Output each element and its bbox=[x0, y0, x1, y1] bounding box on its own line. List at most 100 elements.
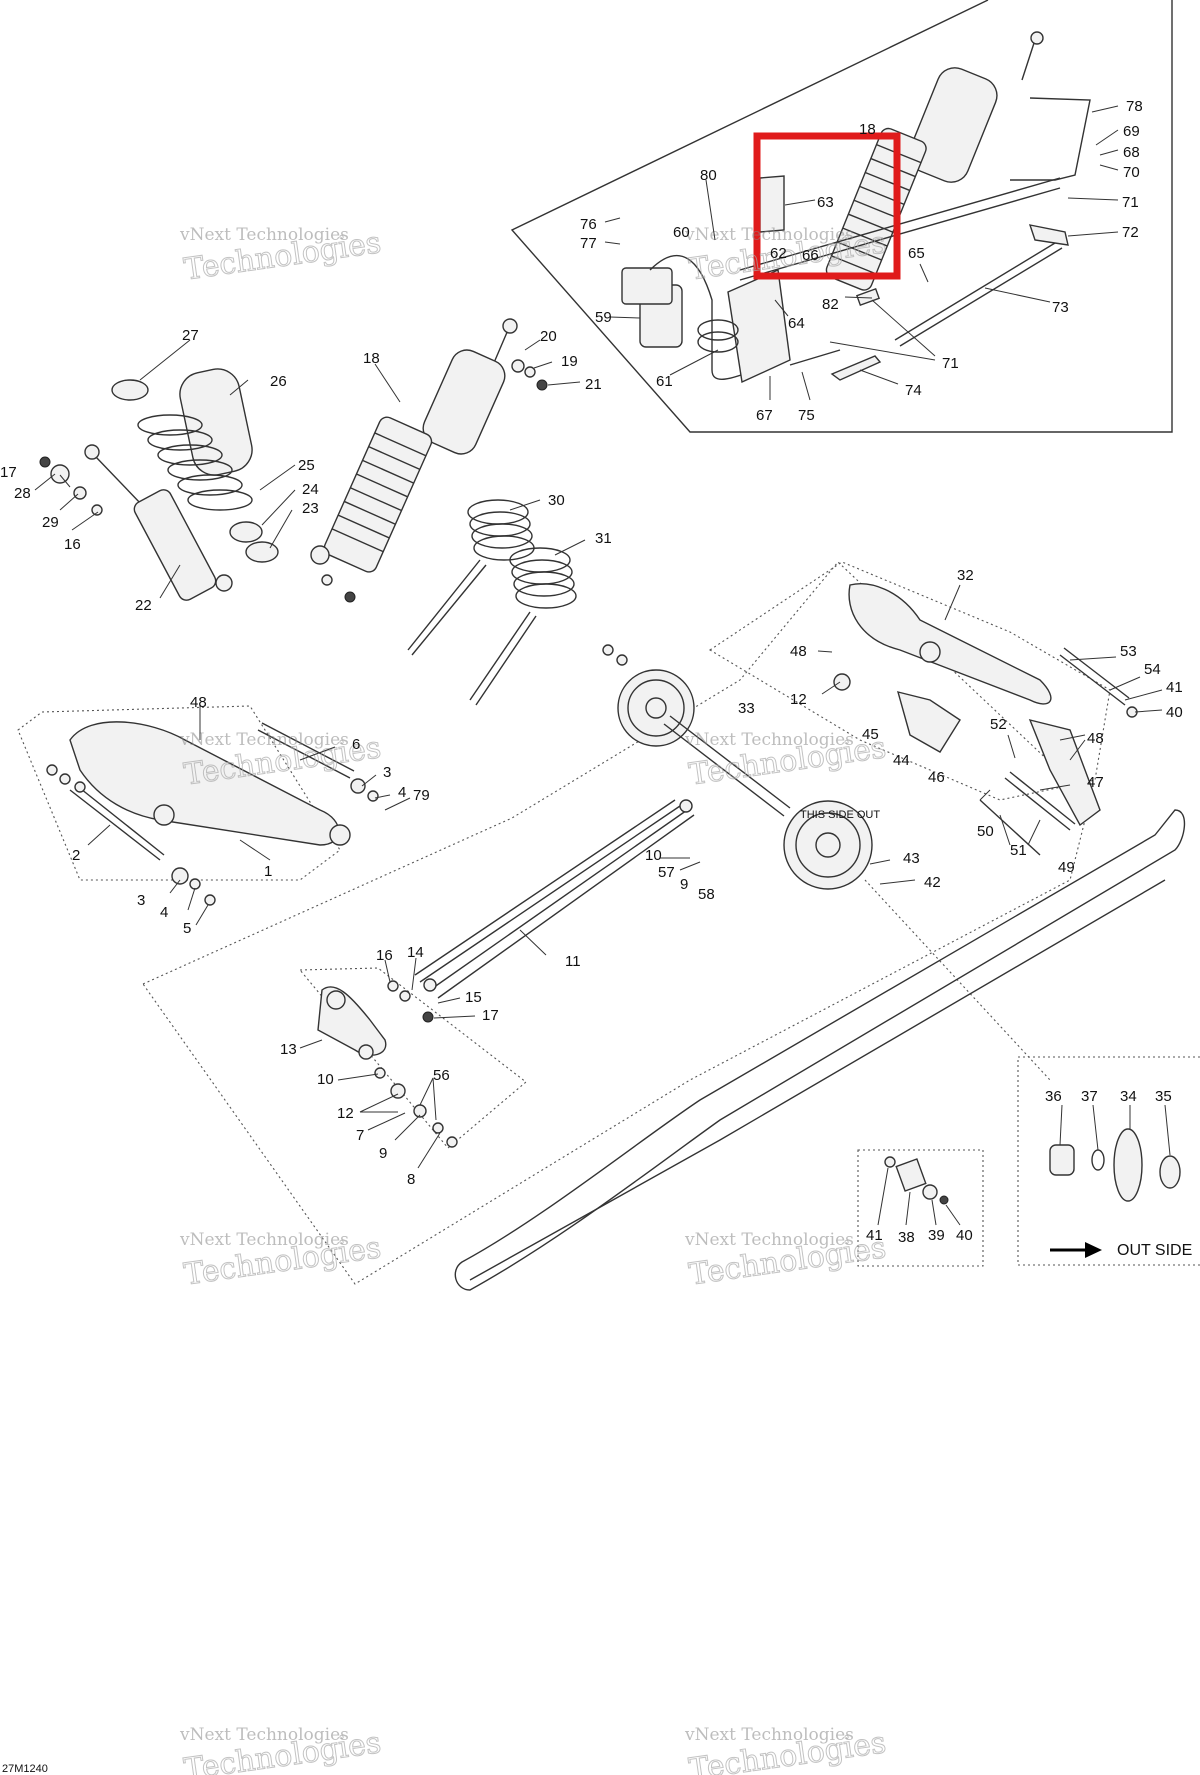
callout-56: 56 bbox=[433, 1067, 450, 1084]
wheel-detail-parts bbox=[1049, 1128, 1181, 1258]
callout-48: 48 bbox=[190, 694, 207, 711]
adjuster-motor bbox=[621, 254, 761, 380]
callout-41: 41 bbox=[1166, 679, 1183, 696]
callout-21: 21 bbox=[585, 376, 602, 393]
watermark-text: vNext Technologies bbox=[684, 225, 854, 245]
callout-59: 59 bbox=[595, 309, 612, 326]
callout-32: 32 bbox=[957, 567, 974, 584]
callout-71: 71 bbox=[1122, 194, 1139, 211]
callout-20: 20 bbox=[540, 328, 557, 345]
watermark-text: vNext Technologies bbox=[684, 730, 854, 750]
callout-17: 17 bbox=[0, 464, 17, 481]
callout-80: 80 bbox=[700, 167, 717, 184]
callout-18: 18 bbox=[363, 350, 380, 367]
callout-38: 38 bbox=[898, 1229, 915, 1246]
watermark-text: vNext Technologies bbox=[684, 1725, 854, 1745]
callout-17: 17 bbox=[482, 1007, 499, 1024]
callout-52: 52 bbox=[990, 716, 1007, 733]
callout-48: 48 bbox=[1087, 730, 1104, 747]
callout-71: 71 bbox=[942, 355, 959, 372]
callout-22: 22 bbox=[135, 597, 152, 614]
rear-arm-bracket bbox=[833, 583, 1138, 856]
callout-62: 62 bbox=[770, 245, 787, 262]
watermark-text: vNext Technologies bbox=[179, 1725, 349, 1745]
callout-14: 14 bbox=[407, 944, 424, 961]
callout-10: 10 bbox=[317, 1071, 334, 1088]
callout-57: 57 bbox=[658, 864, 675, 881]
callout-65: 65 bbox=[908, 245, 925, 262]
right-bracket-outline bbox=[708, 561, 1111, 801]
wheel-detail-box bbox=[1017, 1056, 1200, 1266]
slider-hardware bbox=[884, 1156, 949, 1205]
callout-10: 10 bbox=[645, 847, 662, 864]
callout-25: 25 bbox=[298, 457, 315, 474]
callout-29: 29 bbox=[42, 514, 59, 531]
callout-67: 67 bbox=[756, 407, 773, 424]
top-bracket bbox=[697, 175, 791, 384]
callout-16: 16 bbox=[64, 536, 81, 553]
callout-24: 24 bbox=[302, 481, 319, 498]
callout-66: 66 bbox=[802, 247, 819, 264]
callout-2: 2 bbox=[72, 847, 80, 864]
callout-54: 54 bbox=[1144, 661, 1161, 678]
callout-26: 26 bbox=[270, 373, 287, 390]
callout-labels: 78 18 69 68 70 80 63 71 76 72 60 62 66 7… bbox=[0, 98, 1183, 1246]
callout-40: 40 bbox=[1166, 704, 1183, 721]
watermark-text: vNext Technologies bbox=[179, 730, 349, 750]
callout-18: 18 bbox=[859, 121, 876, 138]
callout-58: 58 bbox=[698, 886, 715, 903]
callout-1: 1 bbox=[264, 863, 272, 880]
callout-35: 35 bbox=[1155, 1088, 1172, 1105]
out-side-label: OUT SIDE bbox=[1117, 1242, 1192, 1259]
coil-spring-shock bbox=[84, 368, 279, 601]
callout-5: 5 bbox=[183, 920, 191, 937]
watermark-text: vNext Technologies bbox=[684, 1230, 854, 1250]
callout-74: 74 bbox=[905, 382, 922, 399]
callout-41: 41 bbox=[866, 1227, 883, 1244]
callout-77: 77 bbox=[580, 235, 597, 252]
callout-44: 44 bbox=[893, 752, 910, 769]
callout-7: 7 bbox=[356, 1127, 364, 1144]
callout-60: 60 bbox=[673, 224, 690, 241]
callout-47: 47 bbox=[1087, 774, 1104, 791]
callout-75: 75 bbox=[798, 407, 815, 424]
center-shock-absorber bbox=[310, 318, 548, 603]
callout-23: 23 bbox=[302, 500, 319, 517]
callout-27: 27 bbox=[182, 327, 199, 344]
diagram-code: 27M1240 bbox=[2, 1763, 48, 1775]
front-arm bbox=[46, 721, 379, 906]
left-hardware bbox=[39, 456, 103, 516]
callout-6: 6 bbox=[352, 736, 360, 753]
wheel-detail-leader bbox=[864, 879, 1051, 1081]
callout-33: 33 bbox=[738, 700, 755, 717]
callout-37: 37 bbox=[1081, 1088, 1098, 1105]
callout-28: 28 bbox=[14, 485, 31, 502]
callout-46: 46 bbox=[928, 769, 945, 786]
callout-68: 68 bbox=[1123, 144, 1140, 161]
highlight-box bbox=[753, 132, 901, 280]
callout-4: 4 bbox=[398, 784, 406, 801]
center-link bbox=[317, 980, 458, 1148]
callout-53: 53 bbox=[1120, 643, 1137, 660]
callout-9: 9 bbox=[379, 1145, 387, 1162]
callout-36: 36 bbox=[1045, 1088, 1062, 1105]
callout-73: 73 bbox=[1052, 299, 1069, 316]
callout-69: 69 bbox=[1123, 123, 1140, 140]
callout-12: 12 bbox=[790, 691, 807, 708]
callout-19: 19 bbox=[561, 353, 578, 370]
top-group-outline bbox=[510, 0, 1173, 433]
callout-76: 76 bbox=[580, 216, 597, 233]
callout-42: 42 bbox=[924, 874, 941, 891]
callout-45: 45 bbox=[862, 726, 879, 743]
watermark-text: vNext Technologies bbox=[179, 225, 349, 245]
wheel-side-marking: THIS SIDE OUT bbox=[800, 809, 880, 821]
callout-9: 9 bbox=[680, 876, 688, 893]
callout-79: 79 bbox=[413, 787, 430, 804]
callout-51: 51 bbox=[1010, 842, 1027, 859]
callout-30: 30 bbox=[548, 492, 565, 509]
callout-82: 82 bbox=[822, 296, 839, 313]
callout-8: 8 bbox=[407, 1171, 415, 1188]
callout-16: 16 bbox=[376, 947, 393, 964]
callout-4: 4 bbox=[160, 904, 168, 921]
